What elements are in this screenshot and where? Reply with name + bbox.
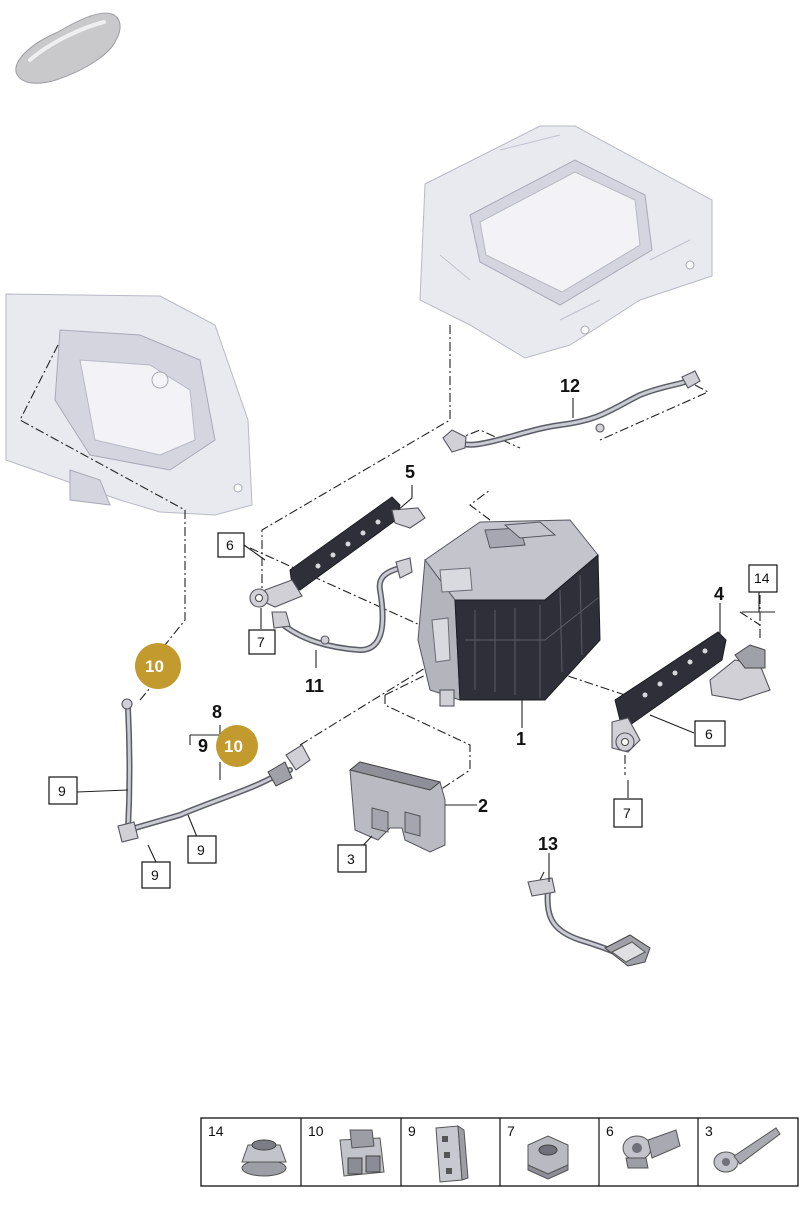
svg-text:6: 6 — [226, 537, 234, 553]
callout-8: 8 — [212, 702, 222, 722]
cable-11 — [271, 557, 413, 654]
callout-9-bracket: 9 — [198, 736, 208, 756]
boxed-callout-9-b: 9 — [141, 861, 171, 889]
boxed-callout-6-left: 6 — [217, 532, 245, 558]
svg-text:6: 6 — [705, 726, 713, 742]
upper-body-panel — [419, 125, 713, 359]
parts-legend-table: 14 10 9 7 6 3 — [200, 1117, 799, 1187]
boxed-callout-9-a: 9 — [48, 776, 78, 805]
svg-text:7: 7 — [257, 634, 265, 650]
vehicle-silhouette-icon — [15, 12, 121, 84]
callout-5: 5 — [405, 462, 415, 482]
boxed-callout-14: 14 — [748, 564, 778, 593]
torx-bolt-short-icon — [622, 1129, 681, 1169]
callout-11: 11 — [305, 676, 324, 696]
callout-13: 13 — [538, 834, 558, 854]
legend-number-10: 10 — [308, 1123, 324, 1139]
callout-2: 2 — [478, 796, 488, 816]
legend-number-9: 9 — [408, 1123, 416, 1139]
flange-nut-icon — [241, 1139, 287, 1177]
cable-clip-icon — [339, 1129, 385, 1177]
charger-module-1 — [417, 519, 601, 707]
svg-text:3: 3 — [347, 851, 355, 867]
svg-text:7: 7 — [623, 805, 631, 821]
boxed-callout-6-right: 6 — [694, 720, 726, 747]
callout-1: 1 — [516, 729, 526, 749]
earth-strap-13 — [527, 877, 651, 967]
boxed-callout-7-right: 7 — [613, 798, 643, 828]
holder-2 — [348, 761, 446, 853]
gold-badge-10-lower: 10 — [216, 725, 258, 767]
legend-number-14: 14 — [208, 1123, 224, 1139]
cable-clip-assembly — [117, 698, 311, 843]
cable-12 — [442, 370, 701, 453]
legend-number-3: 3 — [705, 1123, 713, 1139]
svg-text:14: 14 — [754, 570, 770, 586]
leader-lines — [76, 398, 775, 882]
svg-text:9: 9 — [58, 783, 66, 799]
svg-text:9: 9 — [151, 867, 159, 883]
torx-bolt-long-icon — [713, 1127, 781, 1173]
left-body-panel — [5, 293, 253, 516]
callout-12: 12 — [560, 376, 580, 396]
bracket-4 — [611, 631, 771, 753]
boxed-callout-3: 3 — [337, 844, 367, 873]
svg-text:9: 9 — [197, 842, 205, 858]
boxed-callout-9-c: 9 — [187, 835, 217, 864]
bracket-5 — [249, 496, 426, 608]
legend-number-6: 6 — [606, 1123, 614, 1139]
hex-nut-icon — [527, 1135, 569, 1180]
boxed-callout-7-left: 7 — [248, 629, 276, 655]
legend-number-7: 7 — [507, 1123, 515, 1139]
gold-badge-10-upper: 10 — [135, 643, 181, 689]
cable-tie-mount-icon — [435, 1125, 469, 1183]
svg-text:10: 10 — [145, 657, 164, 676]
svg-text:10: 10 — [224, 737, 243, 756]
callout-4: 4 — [714, 584, 724, 604]
